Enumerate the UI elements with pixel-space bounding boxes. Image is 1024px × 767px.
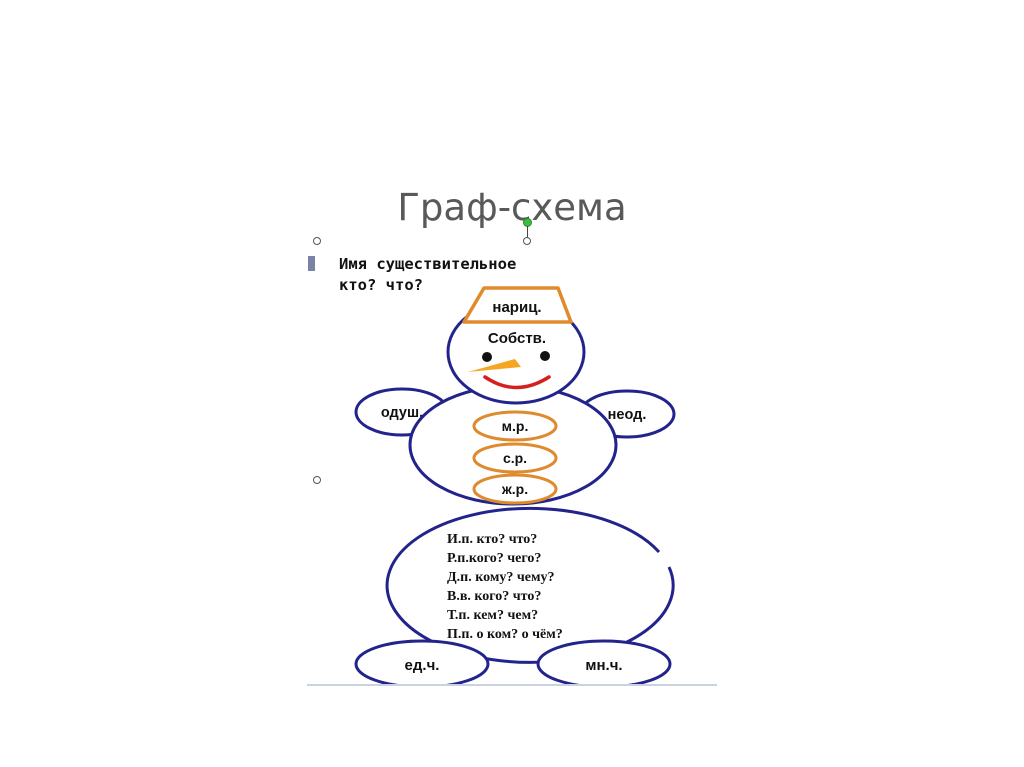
case-line-instrumental: Т.п. кем? чем?: [447, 608, 538, 623]
button-masculine-label: м.р.: [502, 418, 529, 434]
case-line-genitive: Р.п.кого? чего?: [447, 551, 541, 566]
right-eye: [540, 351, 550, 361]
case-line-dative: Д.п. кому? чему?: [447, 570, 555, 585]
button-neuter-label: с.р.: [503, 450, 527, 466]
diagram-heading-line1: Имя существительное: [339, 255, 516, 273]
left-foot-label: ед.ч.: [405, 657, 440, 674]
slide-title: Граф-схема: [0, 186, 1024, 229]
case-line-prepositional: П.п. о ком? о чём?: [447, 627, 563, 642]
hat-label: нариц.: [492, 299, 541, 316]
button-feminine-label: ж.р.: [501, 481, 528, 497]
diagram-heading-line2: кто? что?: [339, 276, 423, 294]
left-hand-label: одуш.: [381, 405, 423, 421]
right-foot-label: мн.ч.: [585, 657, 622, 674]
case-line-nominative: И.п. кто? что?: [447, 532, 537, 547]
right-hand-label: неод.: [608, 407, 647, 423]
snowman-diagram[interactable]: Имя существительное кто? что? ед.ч. мн.ч…: [307, 242, 717, 686]
left-eye: [482, 352, 492, 362]
picture-bottom-edge: [307, 684, 717, 686]
case-line-accusative: В.в. кого? что?: [447, 589, 541, 604]
head-label: Собств.: [488, 330, 546, 347]
